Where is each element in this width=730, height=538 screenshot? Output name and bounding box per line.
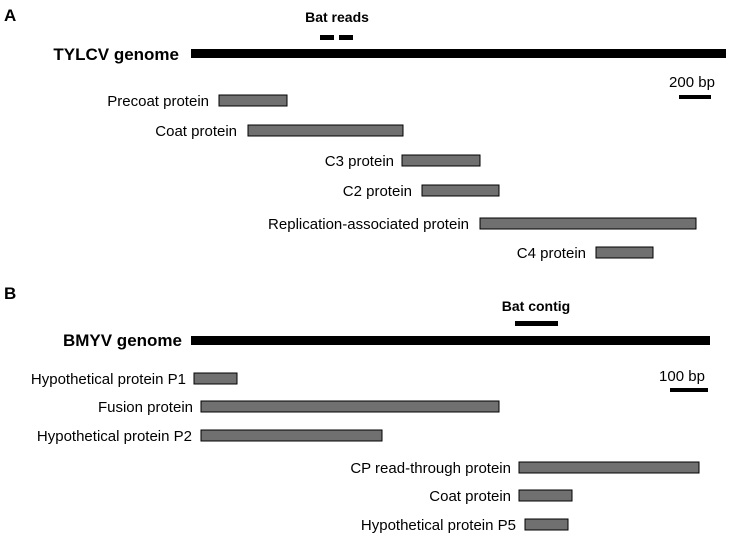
gene-label: Hypothetical protein P5 [361,517,516,534]
panel-b: B Bat contig BMYV genome 100 bp Hypothet… [4,284,710,534]
gene-label: Hypothetical protein P2 [37,428,192,445]
gene-bar [401,154,481,167]
gene-bar [595,246,654,259]
bat-contig-label: Bat contig [502,298,570,314]
gene-c4-protein: C4 protein [517,245,654,262]
gene-bar [218,94,288,107]
gene-bar [193,372,238,385]
gene-label: Hypothetical protein P1 [31,371,186,388]
scale-bar-a-label: 200 bp [669,74,715,91]
gene-bar [524,518,569,531]
gene-precoat-protein: Precoat protein [107,93,288,110]
panel-a: A Bat reads TYLCV genome 200 bp Precoat … [4,6,726,262]
gene-bar [479,217,697,230]
gene-c2-protein: C2 protein [343,183,500,200]
gene-hypothetical-protein-p1: Hypothetical protein P1 [31,371,238,388]
tylcv-genome-line [191,49,726,58]
gene-coat-protein-a: Coat protein [155,123,404,140]
tylcv-genome-label: TYLCV genome [53,45,179,64]
gene-label: Coat protein [155,123,237,140]
gene-label: Precoat protein [107,93,209,110]
gene-bar [200,429,383,442]
scale-bar-a [679,95,711,99]
scale-bar-b-label: 100 bp [659,368,705,385]
gene-bar [200,400,500,413]
gene-label: C2 protein [343,183,412,200]
gene-label: Fusion protein [98,399,193,416]
gene-coat-protein-b: Coat protein [429,488,573,505]
bat-read-2 [339,35,353,40]
gene-bar [518,461,700,474]
gene-cp-read-through-protein: CP read-through protein [350,460,700,477]
gene-c3-protein: C3 protein [325,153,481,170]
gene-label: CP read-through protein [350,460,511,477]
gene-bar [518,489,573,502]
bat-contig-bar [515,321,558,326]
gene-hypothetical-protein-p2: Hypothetical protein P2 [37,428,383,445]
gene-bar [247,124,404,137]
gene-fusion-protein: Fusion protein [98,399,500,416]
bat-read-1 [320,35,334,40]
gene-label: C3 protein [325,153,394,170]
gene-hypothetical-protein-p5: Hypothetical protein P5 [361,517,569,534]
panel-b-letter: B [4,284,16,303]
bmyv-genome-line [191,336,710,345]
scale-bar-b [670,388,708,392]
gene-label: Replication-associated protein [268,216,469,233]
gene-bar [421,184,500,197]
gene-label: Coat protein [429,488,511,505]
bat-reads-label: Bat reads [305,9,369,25]
panel-a-letter: A [4,6,16,25]
gene-replication-associated-protein: Replication-associated protein [268,216,697,233]
gene-label: C4 protein [517,245,586,262]
bmyv-genome-label: BMYV genome [63,331,182,350]
